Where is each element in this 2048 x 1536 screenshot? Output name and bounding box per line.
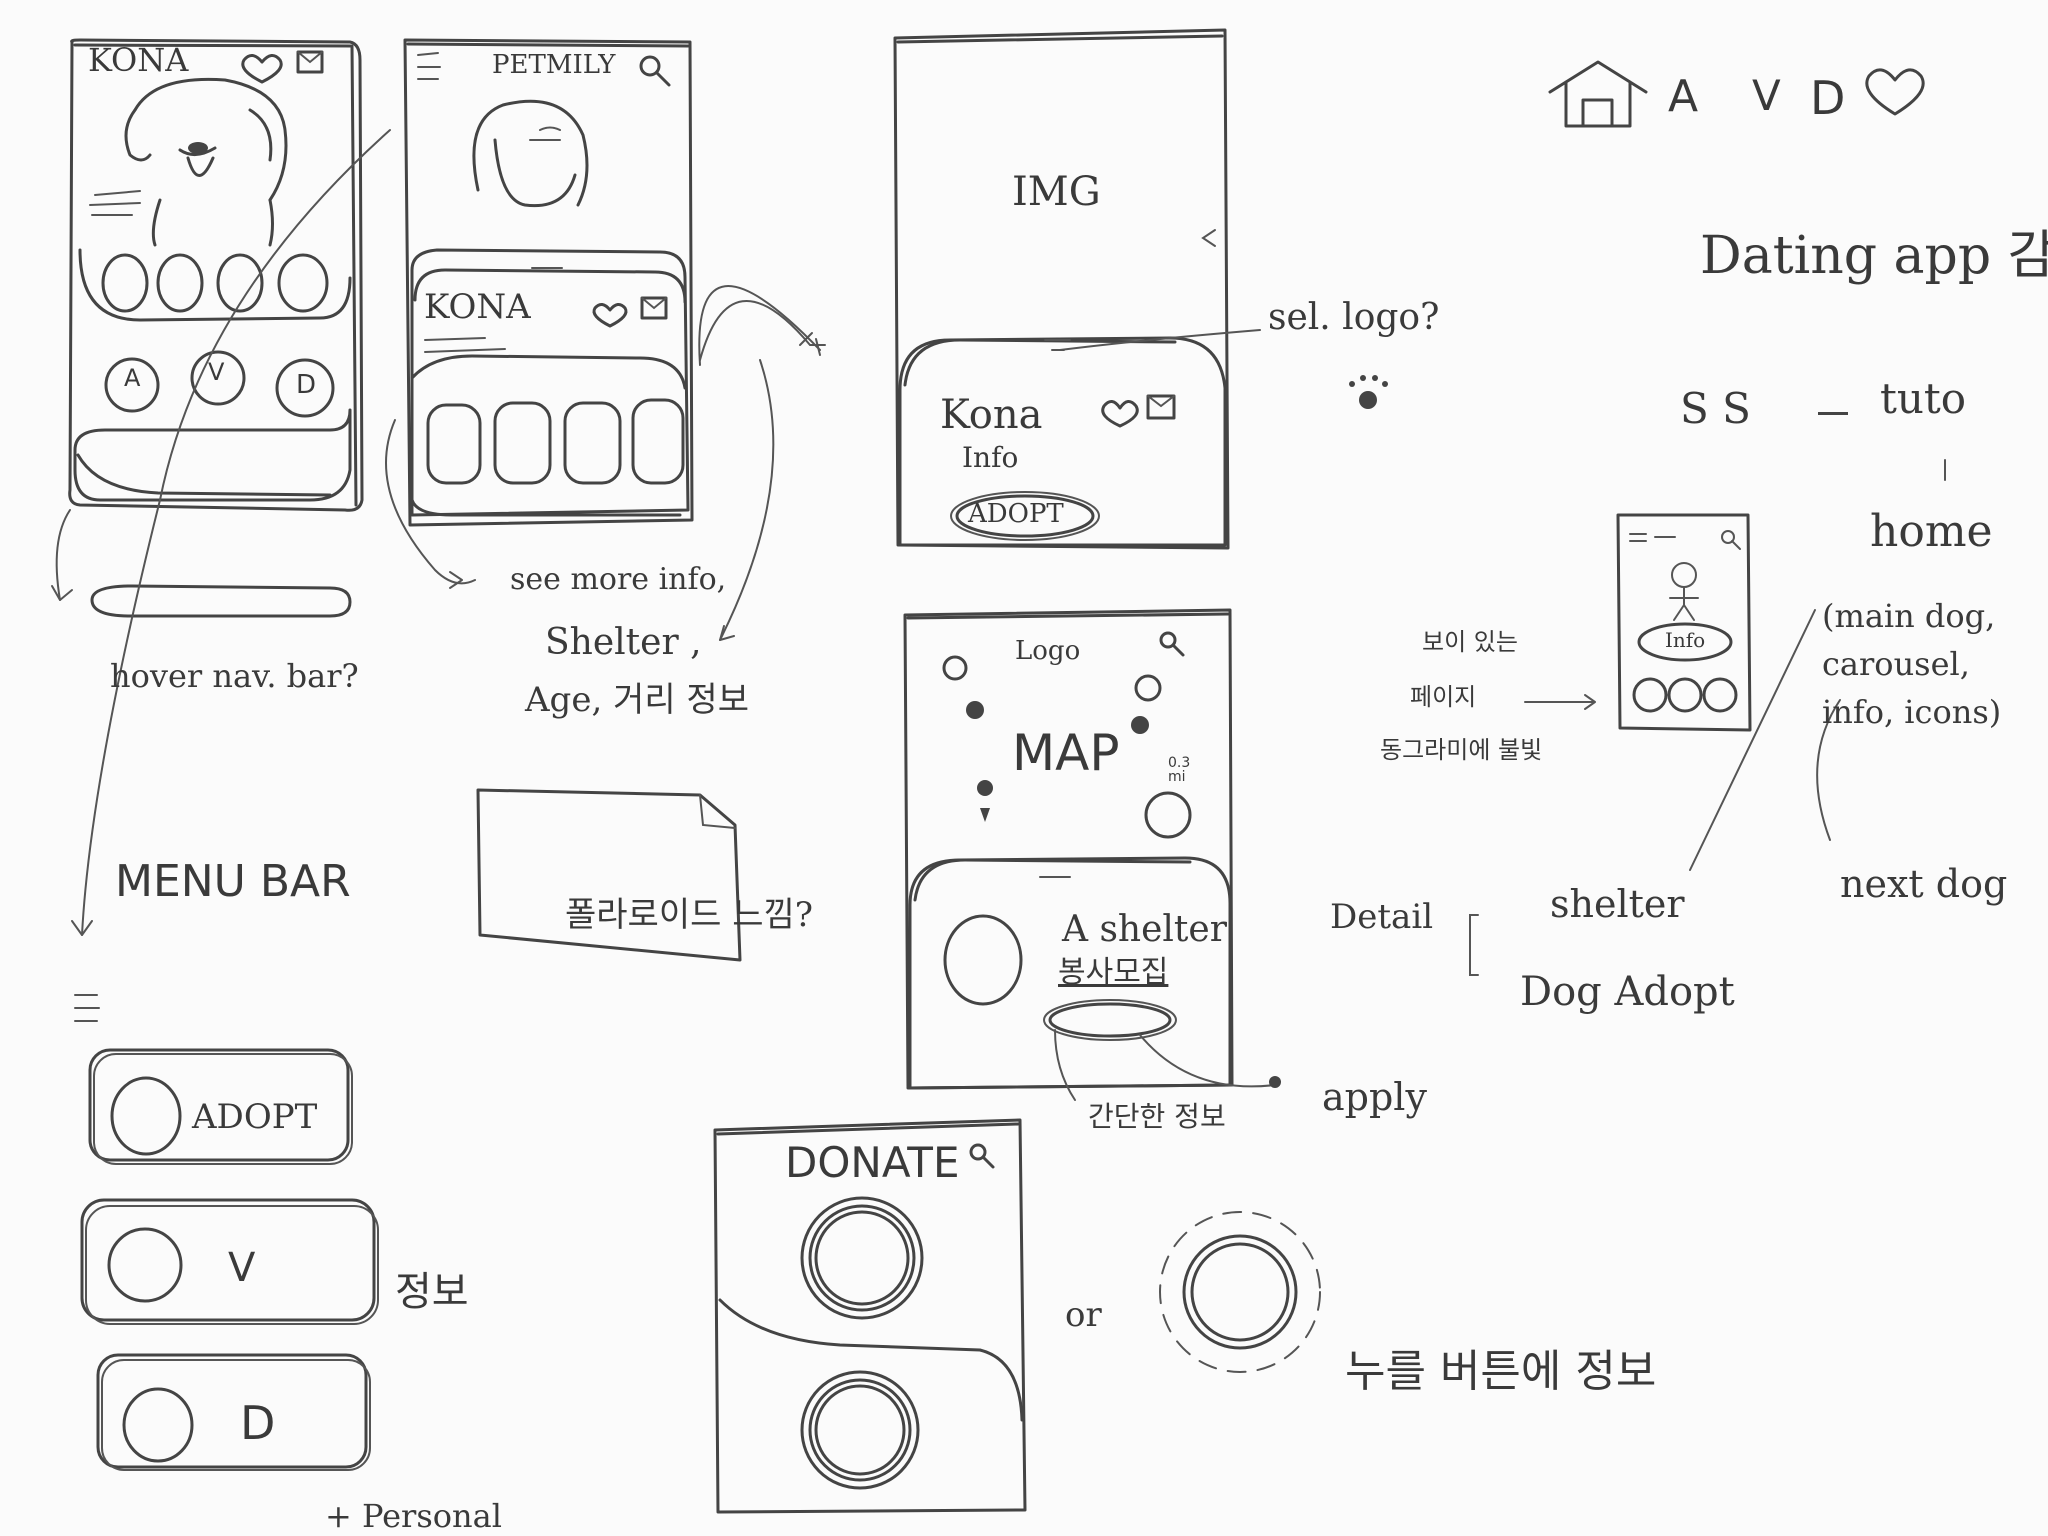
- search-icon-2: [1159, 631, 1177, 649]
- heart-icon: [241, 54, 283, 84]
- next-dog-note: next dog: [1840, 862, 2008, 906]
- polaroid-sketch: [476, 788, 742, 962]
- volunteer-circle: [190, 350, 246, 406]
- location-circle: [1144, 791, 1192, 839]
- search-icon: [639, 55, 661, 77]
- apply-note: apply: [1322, 1075, 1427, 1119]
- btn-a-label[interactable]: A: [124, 364, 141, 392]
- glow-button-example: [1159, 1211, 1321, 1373]
- menu-side-note: 정보: [395, 1269, 469, 1315]
- carousel-thumbnails: [101, 253, 329, 313]
- nav-bar-sketch: [90, 584, 352, 618]
- legend-d: D: [1810, 71, 1846, 125]
- donate-button-1: [800, 1196, 924, 1320]
- map-label: MAP: [1012, 724, 1120, 782]
- korean-note-1: 보이 있는: [1422, 628, 1518, 656]
- menu-item-adopt[interactable]: ADOPT: [192, 1097, 318, 1137]
- detail-dog-name: Kona: [940, 392, 1043, 438]
- menu-bar-title: MENU BAR: [115, 856, 351, 907]
- shelter-thumbnail: [943, 914, 1023, 1006]
- detail-info-label: Info: [962, 441, 1019, 474]
- adopt-circle: [104, 357, 160, 413]
- donate-circle: [275, 358, 335, 418]
- donate-button-2: [800, 1370, 920, 1490]
- img-placeholder-label: IMG: [1012, 169, 1101, 215]
- card-dog-name: KONA: [424, 287, 531, 327]
- phone-map: [903, 608, 1234, 1090]
- mail-icon-2: [640, 296, 668, 320]
- legend-icons: [1469, 60, 1946, 976]
- see-more-note: see more info,: [510, 562, 727, 597]
- shelter-note: Shelter ,: [545, 622, 702, 663]
- apply-button-outline: [1048, 1002, 1172, 1038]
- flow-home: home: [1870, 506, 1993, 557]
- mail-icon-3: [1146, 394, 1176, 420]
- korean-note-3: 동그라미에 불빛: [1380, 736, 1543, 764]
- heart-icon-legend: [1865, 68, 1925, 116]
- map-pin-1: [942, 655, 968, 681]
- detail-dog-adopt: Dog Adopt: [1520, 969, 1735, 1015]
- menu-sketch: [74, 994, 379, 1471]
- heart-icon-3: [1101, 400, 1139, 428]
- hamburger-icon: [417, 52, 441, 80]
- donate-title: DONATE: [785, 1138, 960, 1187]
- home-detail-note: (main dog, carousel, info, icons): [1822, 597, 2002, 731]
- polaroid-note: 폴라로이드 느낌?: [565, 895, 813, 935]
- personal-note: + Personal: [325, 1497, 502, 1535]
- mail-icon: [296, 50, 324, 74]
- distance-label: 0.3 mi: [1168, 755, 1191, 785]
- menu-item-v[interactable]: V: [228, 1245, 256, 1291]
- adopt-button[interactable]: ADOPT: [968, 499, 1064, 529]
- korean-note-2: 페이지: [1410, 683, 1477, 711]
- nav-bar-note: hover nav. bar?: [110, 657, 359, 695]
- detail-shelter: shelter: [1550, 882, 1685, 926]
- glow-note: 누를 버튼에 정보: [1345, 1346, 1657, 1397]
- map-pin-2: [1134, 674, 1162, 702]
- brief-info-note: 간단한 정보: [1088, 1100, 1226, 1133]
- paw-icon: [1349, 375, 1388, 409]
- btn-d-label[interactable]: D: [296, 370, 317, 400]
- shelter-volunteer[interactable]: 봉사모집: [1058, 955, 1169, 990]
- dog-illustration: [89, 77, 288, 247]
- hamburger-icon-2: [74, 994, 100, 1022]
- petmily-logo: PETMILY: [492, 50, 616, 80]
- phone-petmily: [403, 38, 694, 527]
- search-icon-3: [969, 1143, 987, 1161]
- map-logo: Logo: [1015, 636, 1081, 666]
- home-icon: [1548, 60, 1648, 128]
- menu-item-d[interactable]: D: [240, 1396, 276, 1450]
- phone-home: [68, 38, 364, 512]
- legend-v: V: [1752, 71, 1781, 120]
- mini-info-label: Info: [1665, 628, 1706, 652]
- dog-name-label: KONA: [88, 41, 189, 79]
- phone-donate: [713, 1118, 1027, 1514]
- legend-a: A: [1668, 71, 1699, 122]
- flow-dash: [1818, 412, 1848, 415]
- shelter-title: A shelter: [1062, 909, 1227, 950]
- sel-logo-note: sel. logo?: [1268, 297, 1440, 338]
- flow-tuto: tuto: [1880, 374, 1967, 423]
- heart-icon-2: [592, 303, 628, 328]
- btn-v-label[interactable]: V: [208, 358, 225, 386]
- or-label: or: [1065, 1295, 1102, 1335]
- adopt-button-outline: [955, 494, 1095, 538]
- age-note: Age, 거리 정보: [525, 680, 749, 720]
- detail-label: Detail: [1330, 897, 1434, 937]
- phone-detail: [893, 28, 1230, 550]
- flow-ss: S S: [1680, 384, 1751, 433]
- concept-note: Dating app 감성: [1700, 226, 2048, 286]
